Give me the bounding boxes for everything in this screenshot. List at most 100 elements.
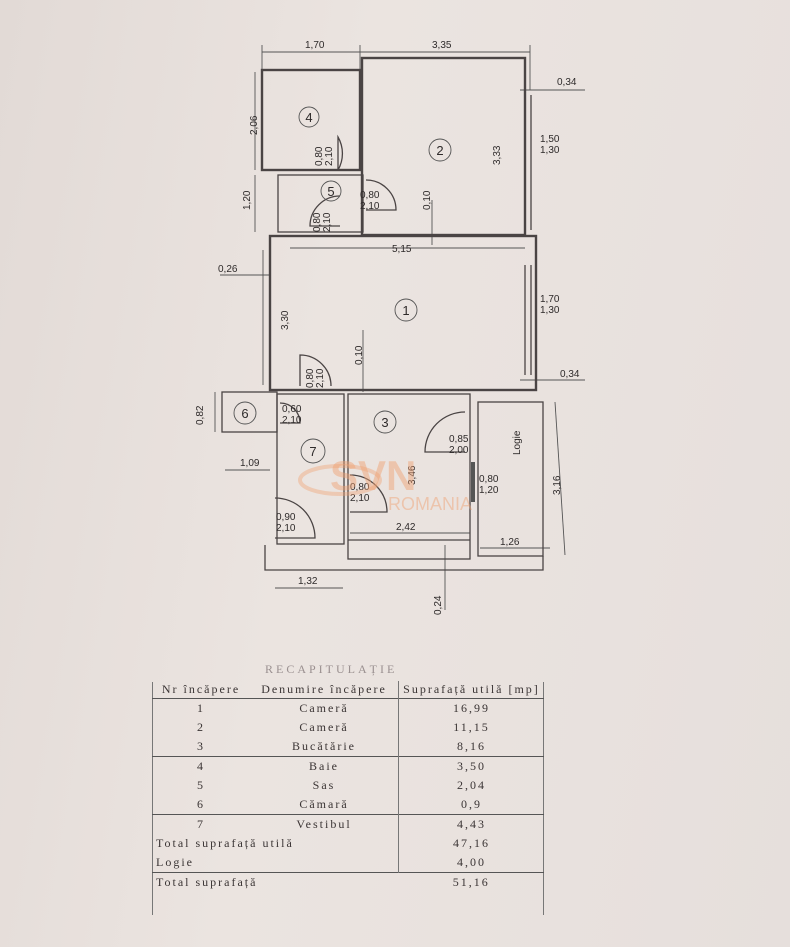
row-nr: 4 — [152, 756, 250, 776]
dim-right-top-offset: 0,34 — [557, 77, 577, 88]
room-number-6: 6 — [241, 406, 248, 421]
door-1-height: 2,10 — [315, 368, 326, 388]
dim-top-left: 1,70 — [305, 40, 325, 51]
row-nr: 6 — [197, 797, 205, 811]
total-value: 51,16 — [398, 872, 544, 892]
dim-window1-h: 1,30 — [540, 305, 560, 316]
floor-plan: 4 2 5 1 3 6 7 Logie 1,70 3,35 0,34 2,06 … — [195, 40, 585, 615]
room-6-walls — [221, 391, 278, 433]
room-5-walls — [277, 174, 364, 233]
watermark-logo: SVN ROMANIA — [298, 452, 472, 514]
logia-row-value: 4,00 — [398, 853, 544, 873]
dim-room3-height: 3,46 — [407, 465, 418, 485]
row-name: Bucătărie — [292, 739, 356, 753]
entrance-door-width: 0,90 — [276, 512, 296, 523]
dim-room6-width: 1,09 — [240, 458, 260, 469]
svg-text:ROMANIA: ROMANIA — [388, 494, 472, 514]
door-2-height: 2,10 — [360, 201, 380, 212]
door-5-height: 2,10 — [322, 212, 333, 232]
total-useful-row: Total suprafață utilă 47,16 — [152, 834, 544, 853]
dim-room7-width: 1,32 — [298, 576, 318, 587]
dimension-lines — [214, 45, 585, 610]
header-nr: Nr încăpere — [161, 682, 241, 696]
door-4-width: 0,80 — [314, 146, 325, 166]
room-7-walls — [276, 393, 345, 545]
row-area: 8,16 — [398, 737, 544, 757]
room-number-2: 2 — [436, 143, 443, 158]
door-swings — [274, 134, 466, 539]
dim-room3-width: 2,42 — [396, 522, 416, 533]
total-useful-label: Total suprafață utilă — [156, 836, 294, 850]
recap-table: Nr încăpere Denumire încăpere Suprafață … — [152, 681, 544, 892]
window-logia-height: 1,20 — [479, 485, 499, 496]
row-area: 0,9 — [398, 795, 544, 815]
door-1-width: 0,80 — [305, 368, 316, 388]
door-labels: 0,80 2,10 0,80 2,10 0,80 2,10 0,80 2,10 … — [276, 146, 499, 534]
total-useful-value: 47,16 — [398, 834, 544, 853]
dim-right-mid-offset: 0,34 — [560, 369, 580, 380]
dim-bottom-offset: 0,24 — [433, 595, 444, 615]
dim-wall-top: 0,10 — [422, 190, 433, 210]
room-number-7: 7 — [309, 444, 316, 459]
door-5-width: 0,80 — [312, 212, 323, 232]
dim-window1: 1,70 — [540, 294, 560, 305]
dim-room4-height: 2,06 — [249, 115, 260, 135]
dim-window2-h: 1,30 — [540, 145, 560, 156]
room-number-1: 1 — [402, 303, 409, 318]
table-row: 3 Bucătărie 8,16 — [152, 737, 544, 757]
door-6-width: 0,60 — [282, 404, 302, 415]
row-area: 2,04 — [398, 776, 544, 795]
row-nr: 2 — [197, 720, 205, 734]
row-nr: 7 — [152, 814, 250, 834]
room-number-5: 5 — [327, 184, 334, 199]
window-logia-width: 0,80 — [479, 474, 499, 485]
door-logia-width: 0,85 — [449, 434, 469, 445]
row-name: Cameră — [299, 720, 349, 734]
logia-row: Logie 4,00 — [152, 853, 544, 873]
row-area: 16,99 — [398, 698, 544, 718]
dim-logia-height: 3,16 — [552, 475, 563, 495]
dim-room2-height: 3,33 — [492, 145, 503, 165]
dim-room1-width: 5,15 — [392, 244, 412, 255]
dim-wall-mid: 0,10 — [354, 345, 365, 365]
door-4-height: 2,10 — [324, 146, 335, 166]
door-logia-height: 2,00 — [449, 445, 469, 456]
svg-text:SVN: SVN — [330, 452, 416, 499]
room-4-walls — [260, 68, 362, 172]
dim-left-offset: 0,26 — [218, 264, 238, 275]
header-area: Suprafață utilă [mp] — [398, 681, 544, 699]
header-name: Denumire încăpere — [261, 682, 387, 696]
door-3-height: 2,10 — [350, 493, 370, 504]
room-number-4: 4 — [305, 110, 312, 125]
row-nr: 1 — [152, 698, 250, 718]
room-1-walls — [268, 234, 538, 392]
table-header: Nr încăpere Denumire încăpere Suprafață … — [152, 681, 544, 699]
recap-title: RECAPITULAȚIE — [265, 662, 398, 676]
room-number-markers: 4 2 5 1 3 6 7 Logie — [233, 106, 523, 464]
walls — [221, 56, 544, 571]
row-name: Vestibul — [250, 814, 399, 834]
door-6-height: 2,10 — [282, 415, 302, 426]
room-number-3: 3 — [381, 415, 388, 430]
door-3-width: 0,80 — [350, 482, 370, 493]
logia-walls — [477, 401, 544, 557]
dim-window2: 1,50 — [540, 134, 560, 145]
table-row: 6 Cămară 0,9 — [152, 795, 544, 815]
door-2-width: 0,80 — [360, 190, 380, 201]
dim-logia-width: 1,26 — [500, 537, 520, 548]
row-name: Baie — [250, 756, 399, 776]
dim-room6-height: 0,82 — [195, 405, 206, 425]
row-name: Cămară — [299, 797, 349, 811]
row-nr: 3 — [197, 739, 205, 753]
logia-row-label: Logie — [156, 855, 194, 869]
room-3-walls — [347, 393, 471, 560]
row-area: 4,43 — [398, 814, 544, 834]
logia-label: Logie — [512, 430, 523, 455]
dimension-labels: 1,70 3,35 0,34 2,06 3,33 1,50 1,30 1,20 … — [195, 40, 580, 615]
